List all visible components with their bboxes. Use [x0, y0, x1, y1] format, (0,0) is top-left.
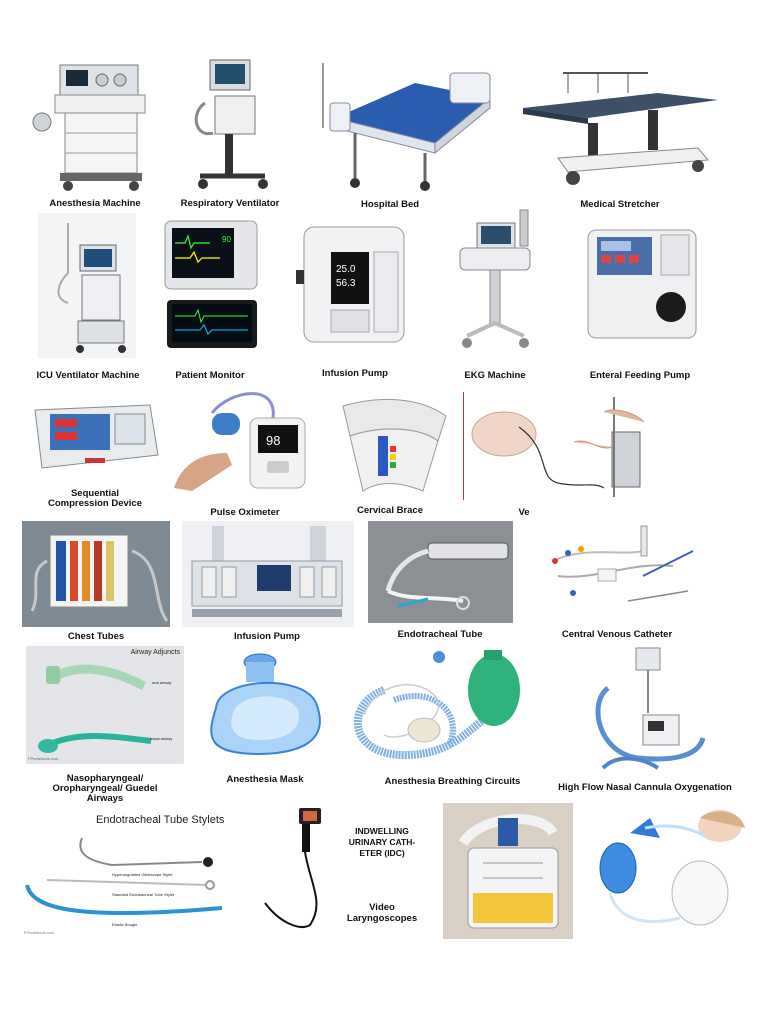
airways-image: Airway Adjuncts oral airway nasal airway…: [26, 646, 184, 764]
airways-caption-line2: Oropharyngeal/ Guedel: [52, 783, 158, 794]
hfnc-image: [588, 643, 708, 775]
idc-caption-line2: URINARY CATH-: [348, 837, 416, 847]
urinary-catheter-image: [443, 803, 573, 939]
scd-image: [30, 400, 160, 472]
anesthesia-machine-image: [30, 60, 160, 195]
video-laryngoscope-image: [255, 803, 335, 931]
anesthesia-machine-caption: Anesthesia Machine: [49, 198, 141, 209]
cvc-caption: Central Venous Catheter: [561, 629, 673, 640]
oral-airway-label: oral airway: [152, 680, 172, 685]
stylet-2-label: Standard Endotracheal Tube Stylet: [112, 892, 175, 897]
ve-caption: Ve: [518, 507, 530, 518]
enteral-pump-image: [583, 225, 701, 343]
ekg-machine-image: [452, 208, 537, 358]
infusion-pump-2-caption: Infusion Pump: [234, 631, 300, 642]
stylet-1-label: Hyperangulated Glidescope Stylet: [112, 872, 173, 877]
nasal-airway-label: nasal airway: [150, 736, 173, 741]
stylets-credit: FPnotebook.com: [24, 930, 55, 935]
chest-tubes-image: [22, 521, 170, 627]
icu-ventilator-caption: ICU Ventilator Machine: [36, 370, 140, 381]
endotracheal-tube-image: [368, 521, 513, 623]
stylets-image: Endotracheal Tube Stylets Hyperangulated…: [22, 810, 240, 938]
ekg-machine-caption: EKG Machine: [464, 370, 526, 381]
stylets-title: Endotracheal Tube Stylets: [96, 814, 225, 826]
ve-image: [463, 392, 646, 500]
infusion-pump-2-image: [182, 521, 354, 627]
pulse-oximeter-caption: Pulse Oximeter: [210, 507, 280, 518]
icu-ventilator-image: [38, 213, 136, 358]
video-caption-line2: Laryngoscopes: [346, 913, 418, 924]
respiratory-ventilator-image: [185, 58, 280, 193]
video-caption-line1: Video: [369, 902, 395, 913]
svg-text:90: 90: [222, 235, 231, 244]
endotracheal-tube-caption: Endotracheal Tube: [397, 629, 483, 640]
hfnc-caption: High Flow Nasal Cannula Oxygenation: [558, 782, 732, 793]
oximeter-reading: 98: [266, 433, 280, 448]
hospital-bed-caption: Hospital Bed: [360, 199, 420, 210]
infusion-reading-2: 56.3: [336, 278, 356, 289]
airways-caption-line3: Airways: [86, 793, 124, 804]
enteral-pump-caption: Enteral Feeding Pump: [589, 370, 691, 381]
chest-tubes-caption: Chest Tubes: [67, 631, 125, 642]
idc-caption-line1: INDWELLING: [355, 826, 409, 836]
resuscitator-image: [590, 808, 745, 936]
patient-monitor-caption: Patient Monitor: [175, 370, 245, 381]
respiratory-ventilator-caption: Respiratory Ventilator: [180, 198, 280, 209]
breathing-circuits-caption: Anesthesia Breathing Circuits: [384, 776, 521, 787]
scd-caption-line2: Compression Device: [48, 498, 142, 509]
infusion-reading-1: 25.0: [336, 264, 356, 275]
airway-adjuncts-title: Airway Adjuncts: [130, 649, 180, 656]
cervical-brace-caption: Cervical Brace: [356, 505, 424, 516]
pulse-oximeter-image: 98: [172, 383, 312, 493]
breathing-circuits-image: [344, 645, 549, 767]
scd-caption-line1: Sequential: [70, 488, 120, 499]
hospital-bed-image: [315, 58, 500, 193]
infusion-pump-1-caption: Infusion Pump: [322, 368, 388, 379]
patient-monitor-image: 90: [160, 218, 270, 353]
airways-credit: FPnotebook.com: [28, 756, 59, 761]
medical-stretcher-caption: Medical Stretcher: [580, 199, 660, 210]
airways-caption-line1: Nasopharyngeal/: [66, 773, 144, 784]
infusion-pump-1-image: 25.0 56.3: [296, 222, 414, 348]
medical-stretcher-image: [518, 68, 723, 193]
anesthesia-mask-image: [198, 648, 333, 760]
cervical-brace-image: [338, 396, 450, 496]
stylet-3-label: Elastic Bougie: [112, 922, 138, 927]
idc-caption-line3: ETER (IDC): [359, 848, 405, 858]
cvc-image: [543, 521, 703, 621]
anesthesia-mask-caption: Anesthesia Mask: [226, 774, 304, 785]
